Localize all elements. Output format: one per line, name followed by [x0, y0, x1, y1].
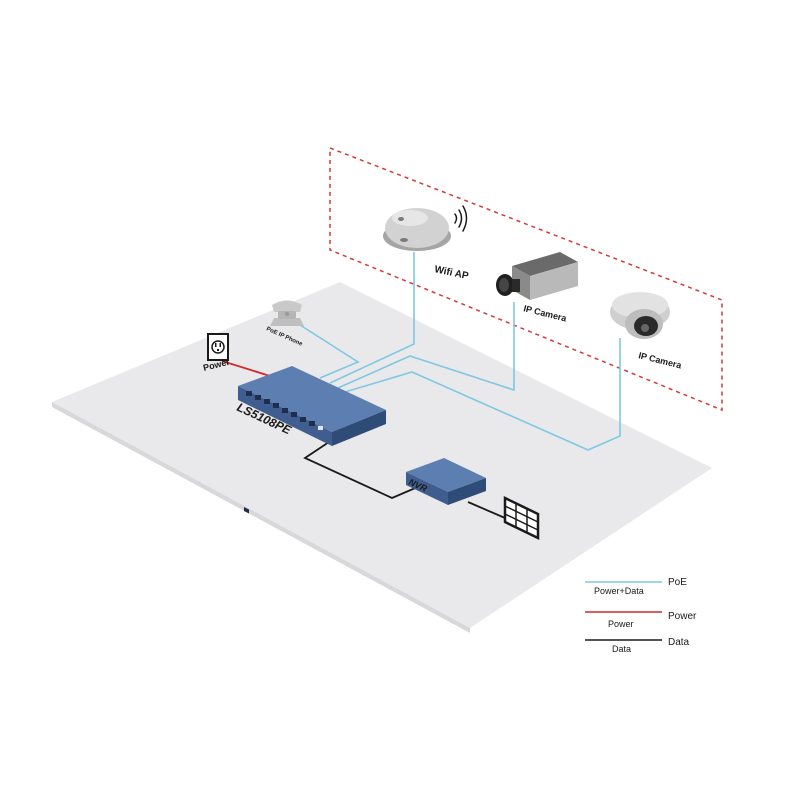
floor-plane: [52, 282, 712, 628]
camera-2-label: IP Camera: [638, 350, 684, 371]
camera-1-label: IP Camera: [523, 303, 569, 324]
power-outlet: [207, 333, 229, 361]
nvr-device: [406, 458, 486, 505]
dome-camera-device: [610, 292, 670, 339]
ceiling-dashed-zone: [329, 146, 723, 412]
switch-ports: [244, 507, 249, 514]
poe-switch: [238, 366, 386, 514]
poe-cable-wifi-ap: [329, 252, 415, 384]
poe-cable-camera-1: [337, 302, 515, 392]
wifi-ap-label: Wifi AP: [433, 264, 469, 282]
wifi-signal-icon: [454, 205, 468, 232]
legend-poe-subtitle: Power+Data: [594, 586, 644, 596]
monitor-icon: [503, 496, 540, 540]
phone-icon: [270, 300, 304, 326]
box-camera-device: [496, 252, 578, 300]
poe-cable-camera-2: [344, 338, 621, 451]
data-cable-nvr-monitor: [467, 501, 506, 519]
data-cable-switch-nvr: [303, 439, 421, 499]
power-cable: [221, 360, 271, 377]
legend: PoE Power+Data Power Power Data Data: [585, 577, 697, 654]
poe-cables: [299, 252, 621, 451]
wifi-ap-device: [383, 208, 451, 251]
legend-poe-title: PoE: [668, 577, 687, 588]
floor-edge: [52, 402, 470, 633]
legend-data-subtitle: Data: [612, 644, 631, 654]
legend-data-title: Data: [668, 637, 690, 648]
legend-power-subtitle: Power: [608, 619, 634, 629]
legend-power-title: Power: [668, 611, 697, 622]
poe-cable-phone: [299, 324, 360, 379]
